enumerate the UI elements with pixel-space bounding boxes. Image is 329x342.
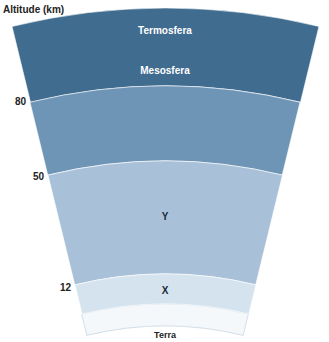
band-shape (48, 161, 282, 285)
troposphere-band: X (75, 274, 256, 314)
altitude-value: 12 (60, 282, 71, 293)
altitude-value: 50 (33, 171, 44, 182)
layer-name: Termosfera (138, 25, 192, 36)
layer-name: X (162, 285, 169, 296)
earth-label: Terra (154, 330, 176, 340)
stratosphere-band: Y (48, 161, 282, 285)
layer-name: Y (162, 211, 169, 222)
altitude-value: 80 (15, 96, 26, 107)
layer-name: Mesosfera (140, 65, 189, 76)
axis-title: Altitude (km) (3, 4, 64, 15)
